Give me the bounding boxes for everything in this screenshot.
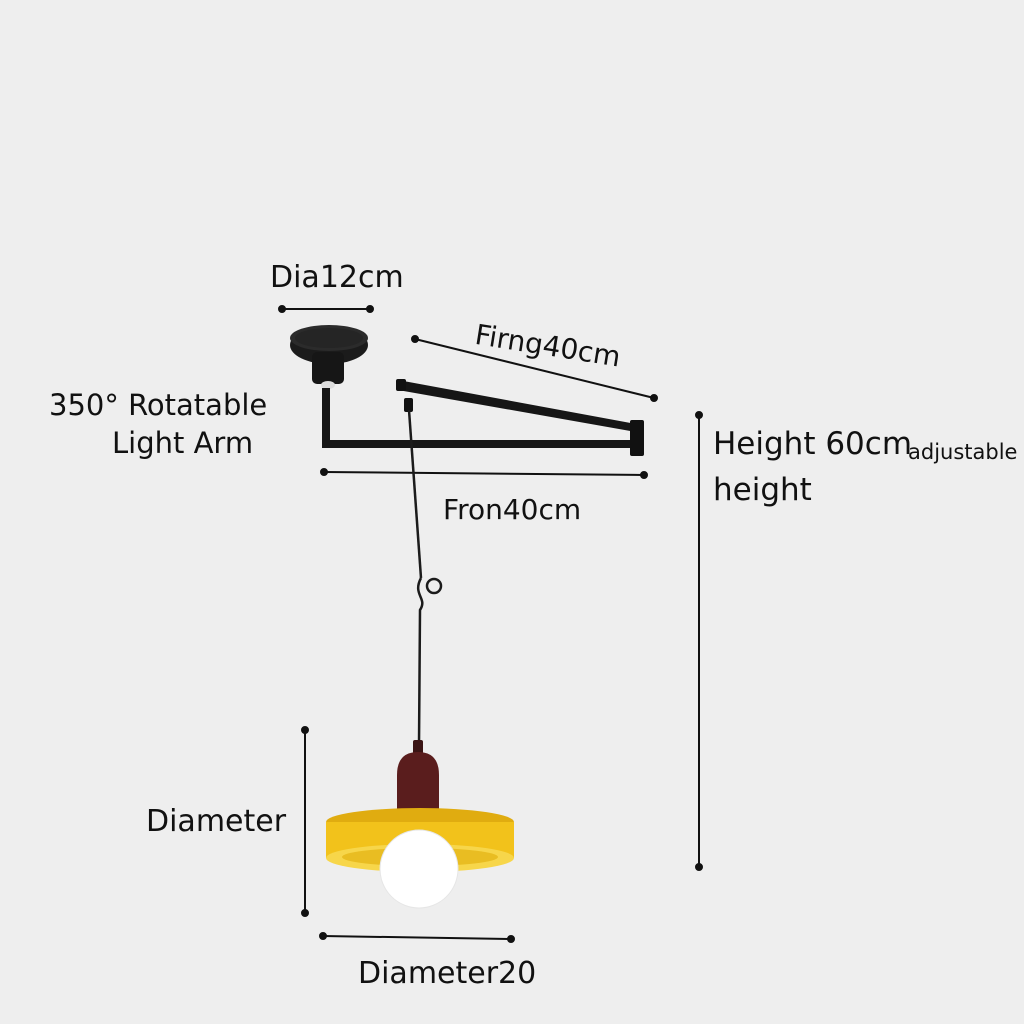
canopy-diameter-label: Dia12cm <box>270 260 404 295</box>
height-adjustable-label: adjustable <box>908 440 1018 464</box>
canopy-diameter-line <box>278 305 374 313</box>
arm-front-line <box>320 468 648 479</box>
swing-arm <box>322 379 644 456</box>
dimension-lines <box>278 305 703 943</box>
pendant-cord <box>407 409 443 746</box>
rotatable-label-line1: 350° Rotatable <box>49 388 268 422</box>
rotatable-label-line2: Light Arm <box>112 426 254 460</box>
height-label: Height 60cm <box>713 426 913 462</box>
arm-front-label: Fron40cm <box>443 493 582 526</box>
lamp-socket <box>397 740 439 812</box>
shade-diameter-line <box>319 932 515 943</box>
height-label-line2: height <box>713 472 812 508</box>
shade-diameter-label: Diameter20 <box>358 956 537 991</box>
ceiling-canopy <box>290 325 368 389</box>
height-line <box>695 411 703 871</box>
arm-diagonal-line <box>411 335 658 402</box>
light-bulb <box>379 829 459 909</box>
shade-height-label: Diameter <box>146 804 287 839</box>
shade-height-line <box>301 726 309 917</box>
